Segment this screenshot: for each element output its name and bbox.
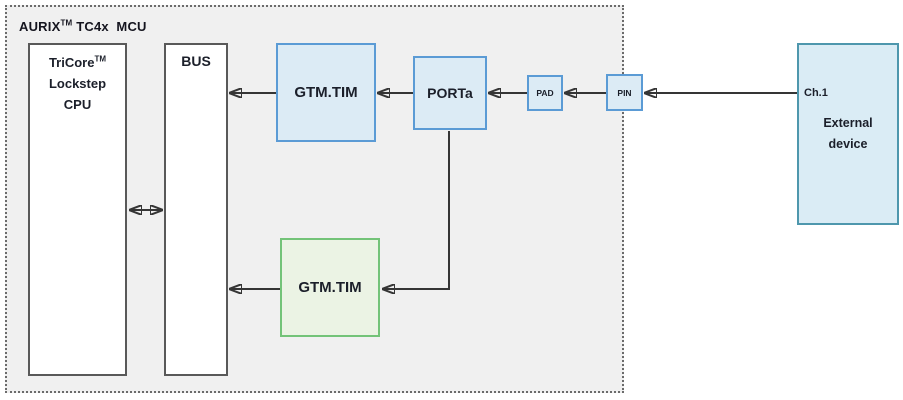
block-gtm-tim-bottom: GTM.TIM [280, 238, 380, 337]
cpu-line2: Lockstep [48, 76, 107, 91]
bus-label: BUS [181, 53, 211, 69]
block-bus: BUS [164, 43, 228, 376]
trademark-symbol: TM [60, 18, 73, 28]
pin-label: PIN [617, 87, 632, 98]
gtm-tim-bottom-label: GTM.TIM [298, 279, 362, 296]
external-device-label: External device [823, 116, 873, 151]
block-tricore-lockstep-cpu: TriCoreTM Lockstep CPU [28, 43, 127, 376]
block-pad: PAD [527, 75, 563, 111]
cpu-name: TriCore [48, 55, 95, 70]
pad-label: PAD [536, 88, 554, 98]
block-pin: PIN [606, 74, 643, 111]
block-gtm-tim-top: GTM.TIM [276, 43, 376, 142]
gtm-tim-top-label: GTM.TIM [294, 84, 358, 101]
external-device-channel: Ch.1 [804, 87, 828, 99]
mcu-title: AURIXTM TC4x MCU [19, 19, 147, 34]
porta-label: PORTa [427, 85, 473, 101]
block-porta: PORTa [413, 56, 487, 130]
cpu-line3: CPU [63, 97, 92, 112]
mcu-brand: AURIX [19, 19, 61, 34]
block-external-device: Ch.1 External device [797, 43, 899, 225]
mcu-title-suffix: TC4x MCU [72, 19, 147, 34]
cpu-label: TriCoreTM Lockstep CPU [49, 52, 106, 115]
trademark-symbol: TM [94, 54, 107, 64]
